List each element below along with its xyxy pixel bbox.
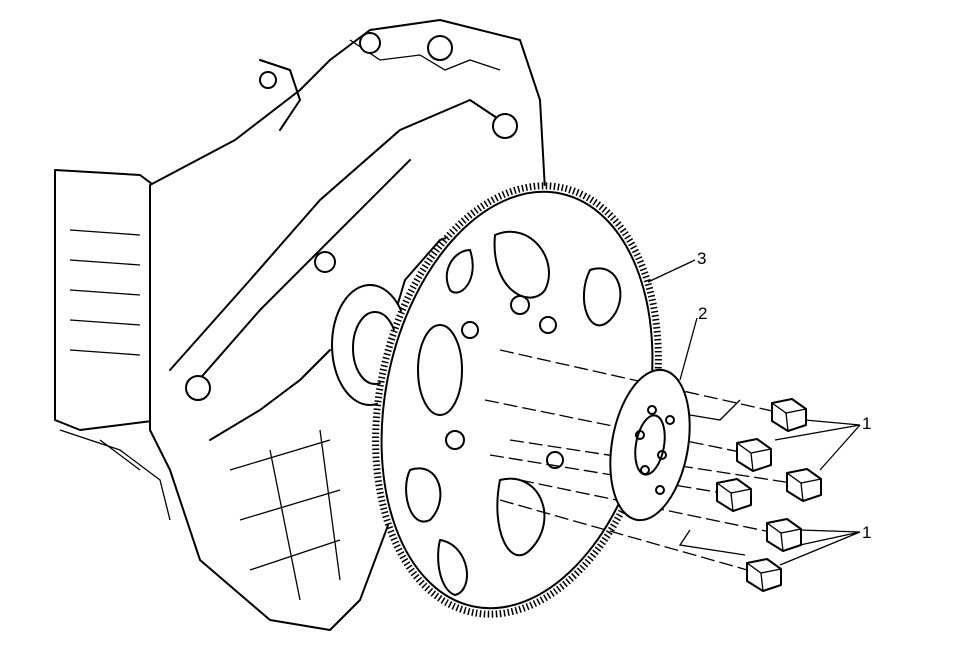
callout-flywheel: 3 — [697, 249, 706, 268]
flywheel — [372, 182, 662, 618]
spacer-plate — [609, 368, 691, 522]
bolts — [716, 398, 822, 592]
callout-bolts-lower: 1 — [862, 523, 871, 542]
leader-lines — [647, 259, 861, 566]
callout-spacer: 2 — [698, 304, 707, 323]
callout-bolts-upper: 1 — [862, 414, 871, 433]
